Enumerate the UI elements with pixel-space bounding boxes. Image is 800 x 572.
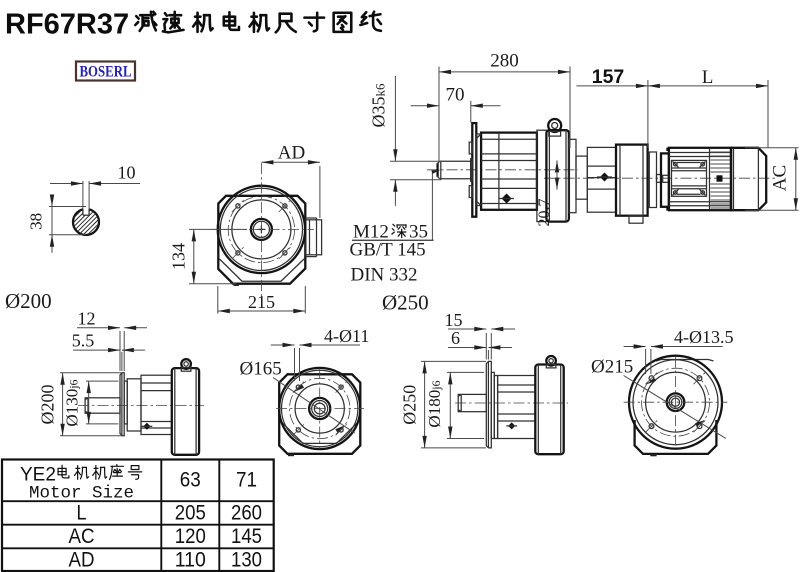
svg-text:L: L xyxy=(702,67,714,88)
svg-text:5.5: 5.5 xyxy=(72,330,95,350)
svg-text:38: 38 xyxy=(27,213,46,230)
svg-text:YE2: YE2 xyxy=(20,465,56,486)
svg-text:110: 110 xyxy=(175,548,206,572)
svg-text:Ø165: Ø165 xyxy=(240,359,282,380)
svg-text:130: 130 xyxy=(231,548,262,572)
svg-text:Ø200: Ø200 xyxy=(38,385,58,425)
svg-text:GB/T 145: GB/T 145 xyxy=(350,240,426,261)
svg-text:Ø130j6: Ø130j6 xyxy=(63,379,82,426)
svg-text:10: 10 xyxy=(118,162,136,182)
svg-text:63: 63 xyxy=(180,468,201,492)
svg-text:280: 280 xyxy=(490,51,519,72)
svg-text:205: 205 xyxy=(175,501,206,525)
svg-text:4-Ø11: 4-Ø11 xyxy=(324,326,369,346)
svg-text:6: 6 xyxy=(451,328,460,348)
svg-text:120: 120 xyxy=(175,524,206,548)
svg-text:Ø215: Ø215 xyxy=(591,357,633,378)
svg-text:260: 260 xyxy=(231,501,262,525)
svg-text:AD: AD xyxy=(278,143,305,164)
svg-text:12: 12 xyxy=(78,309,96,329)
svg-text:4-Ø13.5: 4-Ø13.5 xyxy=(674,327,734,347)
svg-text:70: 70 xyxy=(446,84,465,105)
svg-text:145: 145 xyxy=(231,524,262,548)
svg-text:AC: AC xyxy=(69,524,95,548)
svg-text:35: 35 xyxy=(409,222,428,243)
svg-text:M12: M12 xyxy=(353,222,389,243)
svg-text:AC: AC xyxy=(770,165,791,191)
svg-text:RF67R37: RF67R37 xyxy=(5,8,129,40)
svg-text:134: 134 xyxy=(169,243,189,270)
svg-text:Ø200: Ø200 xyxy=(5,289,52,313)
svg-text:71: 71 xyxy=(236,468,257,492)
svg-text:DIN 332: DIN 332 xyxy=(351,265,418,286)
svg-text:157: 157 xyxy=(592,66,625,88)
svg-text:Ø250: Ø250 xyxy=(400,385,420,425)
svg-text:15: 15 xyxy=(445,310,463,330)
svg-text:Ø35k6: Ø35k6 xyxy=(369,83,389,128)
svg-text:L: L xyxy=(77,501,87,525)
svg-text:BOSERL: BOSERL xyxy=(80,64,132,81)
svg-text:20.7: 20.7 xyxy=(536,199,553,227)
svg-text:AD: AD xyxy=(69,548,95,572)
svg-text:Ø180j6: Ø180j6 xyxy=(425,380,444,427)
svg-text:215: 215 xyxy=(248,292,275,312)
svg-text:Motor Size: Motor Size xyxy=(29,484,134,504)
svg-text:Ø250: Ø250 xyxy=(382,291,429,315)
